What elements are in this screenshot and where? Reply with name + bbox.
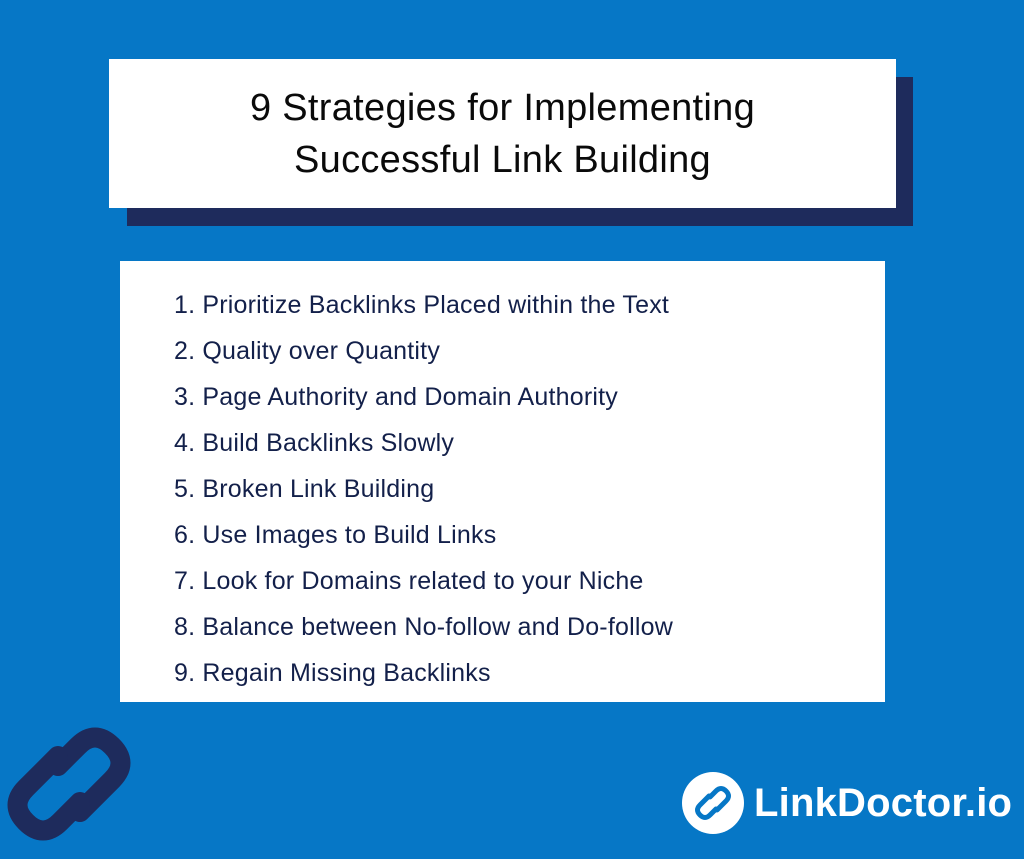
list-item: 3. Page Authority and Domain Authority — [174, 383, 618, 411]
title-line-2: Successful Link Building — [294, 138, 711, 181]
chain-link-icon — [0, 718, 140, 854]
list-item: 2. Quality over Quantity — [174, 337, 441, 365]
list-item: 5. Broken Link Building — [174, 475, 435, 503]
brand-logo-circle — [682, 772, 744, 834]
list-item: 4. Build Backlinks Slowly — [174, 429, 455, 457]
brand-logo: LinkDoctor.io — [682, 772, 1012, 834]
strategies-card: 1. Prioritize Backlinks Placed within th… — [120, 261, 885, 702]
title-line-1: 9 Strategies for Implementing — [249, 86, 756, 129]
list-item: 7. Look for Domains related to your Nich… — [174, 567, 644, 595]
strategies-list: 1. Prioritize Backlinks Placed within th… — [174, 282, 673, 696]
list-item: 1. Prioritize Backlinks Placed within th… — [174, 291, 670, 319]
brand-name: LinkDoctor.io — [754, 780, 1013, 825]
list-item: 9. Regain Missing Backlinks — [174, 659, 491, 687]
chain-link-icon — [695, 786, 731, 820]
list-item: 6. Use Images to Build Links — [174, 521, 497, 549]
title-card: 9 Strategies for Implementing Successful… — [109, 59, 896, 208]
list-item: 8. Balance between No-follow and Do-foll… — [174, 613, 673, 641]
